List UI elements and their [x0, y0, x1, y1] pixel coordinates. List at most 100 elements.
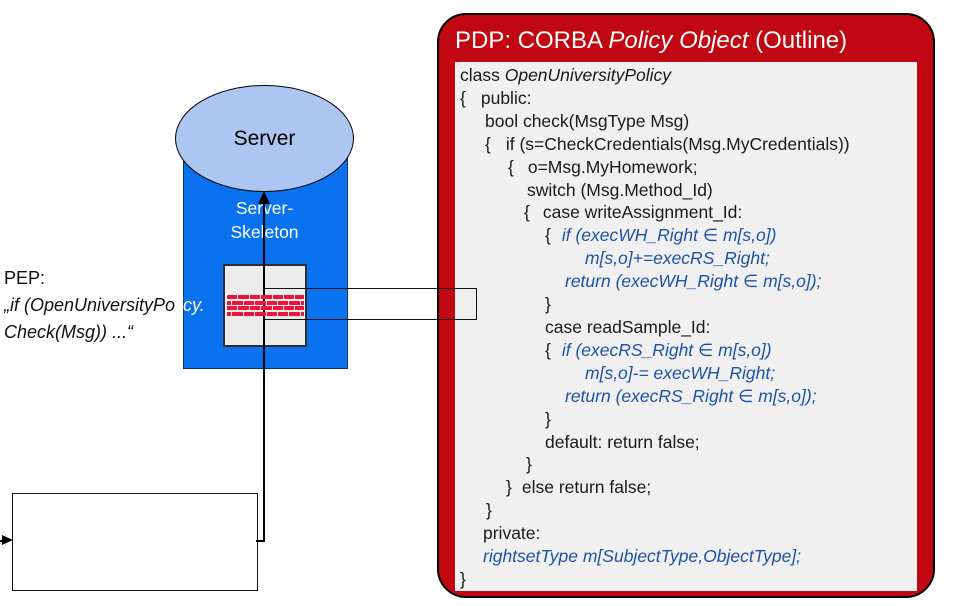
code-line: rightsetType m[SubjectType,ObjectType]; — [455, 545, 917, 568]
brick — [289, 311, 300, 317]
brick — [232, 311, 243, 317]
pdp-title-post: (Outline) — [748, 27, 848, 54]
code-line: switch (Msg.Method_Id) — [455, 179, 917, 202]
code-line: } — [455, 408, 917, 431]
brick — [284, 295, 295, 300]
code-line: return (execWH_Right ∈ m[s,o]); — [455, 270, 917, 293]
code-line: return (execRS_Right ∈ m[s,o]); — [455, 385, 917, 408]
brick — [261, 306, 272, 311]
brick — [227, 295, 238, 300]
brick — [249, 306, 261, 311]
brick — [295, 295, 304, 300]
brick — [272, 295, 283, 300]
code-line: default: return false; — [455, 431, 917, 454]
brick — [255, 311, 266, 317]
brick — [227, 306, 238, 311]
code-segment: return (execWH_Right ∈ m[s,o]); — [565, 271, 822, 292]
code-segment: private: — [483, 523, 541, 544]
brick — [249, 295, 261, 300]
code-segment: bool check(MsgType Msg) — [485, 110, 690, 131]
code-line: m[s,o]+=execRS_Right; — [455, 247, 917, 270]
server-label: Server — [233, 126, 296, 150]
code-line: bool check(MsgType Msg) — [455, 110, 917, 133]
brick — [255, 300, 266, 305]
code-segment: case readSample_Id: — [545, 316, 711, 337]
code-segment: if (s=CheckCredentials(Msg.MyCredentials… — [505, 133, 850, 154]
brick — [278, 311, 289, 317]
msg-box — [12, 493, 258, 591]
code-segment: default: return false; — [545, 431, 700, 452]
code-line: } — [455, 499, 917, 522]
code-segment: } — [526, 454, 532, 475]
code-segment: class — [460, 65, 505, 85]
code-segment: } — [545, 408, 551, 429]
code-line: { if (execRS_Right ∈ m[s,o]) — [455, 339, 917, 362]
brick — [284, 306, 295, 311]
code-segment: } — [486, 500, 492, 521]
brick — [238, 295, 249, 300]
brick — [227, 300, 232, 305]
message-flow-line — [263, 194, 265, 542]
brick-wall-icon — [227, 295, 304, 317]
code-segment: { — [460, 87, 466, 108]
code-segment: if (execWH_Right ∈ m[s,o]) — [561, 225, 777, 246]
code-segment: } — [506, 477, 512, 498]
code-segment: case writeAssignment_Id: — [542, 202, 743, 223]
brick — [300, 300, 304, 305]
brick — [238, 306, 249, 311]
incoming-msg-arrowhead-icon — [2, 535, 13, 545]
code-segment: return (execRS_Right ∈ m[s,o]); — [565, 385, 817, 406]
code-line: } — [455, 568, 917, 591]
code-segment: { — [545, 339, 551, 360]
pep-code-line1-white: licy. — [175, 295, 205, 315]
code-line: {case writeAssignment_Id: — [455, 201, 917, 224]
code-line: case readSample_Id: — [455, 316, 917, 339]
brick — [266, 311, 277, 317]
code-line: } — [455, 453, 917, 476]
code-segment: } — [460, 568, 466, 589]
code-line: class OpenUniversityPolicy — [455, 64, 917, 87]
brick — [232, 300, 243, 305]
brick — [295, 306, 304, 311]
server-ellipse: Server — [175, 85, 354, 192]
msg-to-skeleton-connector — [256, 540, 265, 542]
pdp-title-italic: Policy Object — [608, 27, 749, 54]
code-segment: { — [485, 133, 491, 154]
pep-label: PEP: — [4, 268, 46, 288]
pep-code-line2: Check(Msg)) ...“ — [4, 322, 134, 342]
code-segment: { — [508, 156, 514, 177]
pep-code-line1-black: „if (OpenUniversityPo — [4, 295, 176, 315]
code-line: { o=Msg.MyHomework; — [455, 156, 917, 179]
code-segment: public: — [480, 87, 532, 108]
code-line: private: — [455, 522, 917, 545]
code-segment: if (execRS_Right ∈ m[s,o]) — [561, 339, 772, 360]
code-line: } — [455, 293, 917, 316]
brick — [261, 295, 272, 300]
brick — [243, 300, 255, 305]
code-segment: m[s,o]-= execWH_Right; — [585, 362, 776, 383]
brick — [227, 311, 232, 317]
firewall-box — [223, 264, 307, 347]
code-segment: o=Msg.MyHomework; — [527, 156, 698, 177]
brick — [272, 306, 283, 311]
code-panel: class OpenUniversityPolicy{public:bool c… — [455, 62, 917, 591]
arrowhead-up-icon — [258, 191, 270, 204]
brick — [266, 300, 277, 305]
code-segment: rightsetType m[SubjectType,ObjectType]; — [483, 546, 802, 567]
code-segment: } — [545, 294, 551, 315]
brick — [289, 300, 300, 305]
code-segment: switch (Msg.Method_Id) — [527, 179, 713, 200]
code-line: { if (s=CheckCredentials(Msg.MyCredential… — [455, 133, 917, 156]
code-line: { if (execWH_Right ∈ m[s,o]) — [455, 224, 917, 247]
brick — [243, 311, 255, 317]
pdp-title-pre: PDP: CORBA — [455, 27, 609, 54]
code-segment: { — [545, 225, 551, 246]
brick — [278, 300, 289, 305]
code-line: { public: — [455, 87, 917, 110]
code-segment: OpenUniversityPolicy — [504, 65, 672, 85]
pep-code-line1: „if (OpenUniversityPolicy. — [4, 292, 205, 319]
brick — [300, 311, 304, 317]
code-segment: else return false; — [521, 477, 652, 498]
pep-annotation: PEP: „if (OpenUniversityPolicy. Check(Ms… — [4, 265, 205, 346]
